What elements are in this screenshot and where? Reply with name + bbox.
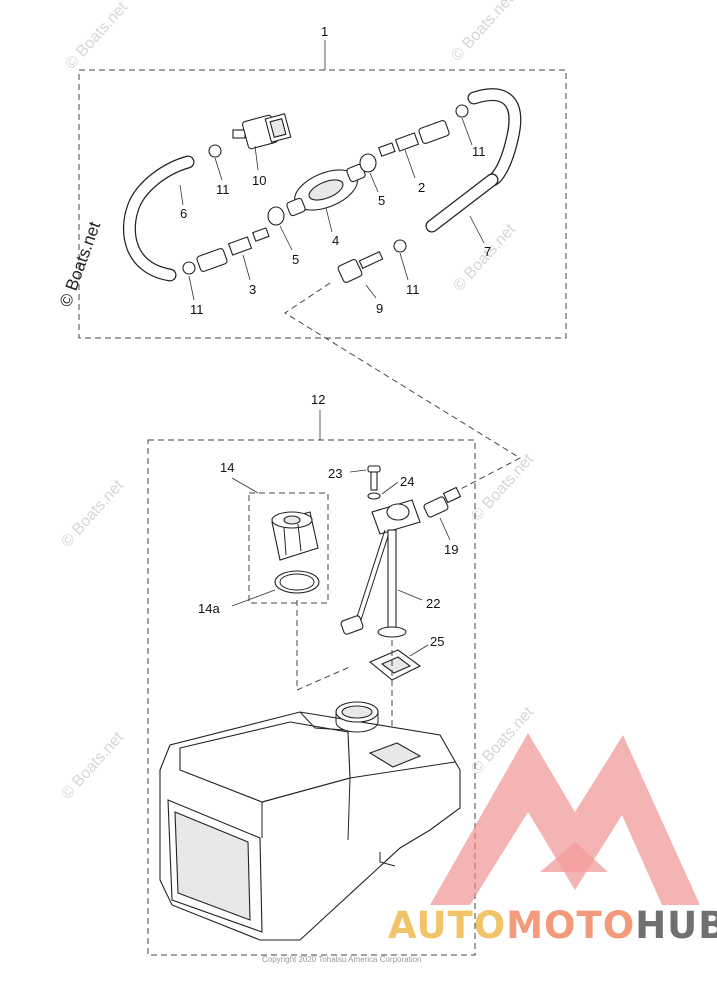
watermark-tl: © Boats.net	[62, 0, 131, 73]
callout-4: 4	[332, 233, 339, 248]
tank-assembly	[147, 410, 476, 956]
callout-19: 19	[444, 542, 458, 557]
clamp-11-a	[208, 144, 222, 158]
o-ring-14a	[274, 570, 320, 594]
callout-11-d: 11	[406, 282, 420, 297]
clamp-11-b	[455, 104, 469, 118]
connector-10	[232, 113, 292, 150]
callout-11-c: 11	[190, 302, 204, 317]
callout-9: 9	[376, 301, 383, 316]
valve-2	[378, 119, 450, 157]
logo-text-hub: HUB	[635, 904, 717, 947]
clamp-11-d	[393, 239, 407, 253]
clamp-11-c	[182, 261, 196, 275]
callout-2: 2	[418, 180, 425, 195]
callout-5-b: 5	[292, 252, 299, 267]
callout-12: 12	[311, 392, 325, 407]
watermark-tr: © Boats.net	[448, 0, 517, 65]
ring-5-b	[267, 206, 285, 226]
callout-labels: 1 10 11 11 11 11 6 2 5 4 5 7 3 9 12 14 2…	[180, 24, 491, 649]
gasket-25	[368, 649, 422, 681]
valve-3	[196, 227, 270, 273]
watermark-bl: © Boats.net	[58, 729, 127, 803]
callout-24: 24	[400, 474, 414, 489]
logo-triangle-icon	[430, 733, 700, 905]
callout-14: 14	[220, 460, 234, 475]
washer-24	[367, 492, 381, 500]
callout-3: 3	[249, 282, 256, 297]
cap-group-14	[248, 492, 329, 604]
watermark-ml: © Boats.net	[58, 477, 127, 551]
hose-assembly	[78, 40, 567, 339]
fuel-gauge-22	[340, 499, 421, 638]
automotohub-logo: AUTOMOTOHUB	[388, 733, 717, 947]
callout-11-a: 11	[216, 182, 230, 197]
callout-23: 23	[328, 466, 342, 481]
callout-1: 1	[321, 24, 328, 39]
logo-text-moto: MOTO	[506, 904, 635, 947]
fuel-tank	[159, 701, 461, 941]
callout-6: 6	[180, 206, 187, 221]
callout-22: 22	[426, 596, 440, 611]
ring-5-a	[359, 153, 377, 173]
callout-5-a: 5	[378, 193, 385, 208]
screw-23	[367, 465, 381, 491]
watermark-r2: © Boats.net	[468, 451, 537, 525]
callout-25: 25	[430, 634, 444, 649]
logo-text-auto: AUTO	[388, 904, 506, 947]
fuel-cap-14	[271, 511, 319, 561]
callout-7: 7	[484, 244, 491, 259]
primer-bulb-4	[286, 163, 366, 217]
callout-11-b: 11	[472, 144, 486, 159]
callout-10: 10	[252, 173, 266, 188]
watermark-main: © Boats.net	[56, 219, 104, 309]
callout-14a: 14a	[198, 601, 220, 616]
connector-9	[337, 250, 384, 283]
connector-19	[423, 486, 462, 518]
copyright-notice: Copyright 2020 Tohatsu America Corporati…	[262, 955, 422, 964]
logo-wordmark: AUTOMOTOHUB	[388, 904, 717, 947]
